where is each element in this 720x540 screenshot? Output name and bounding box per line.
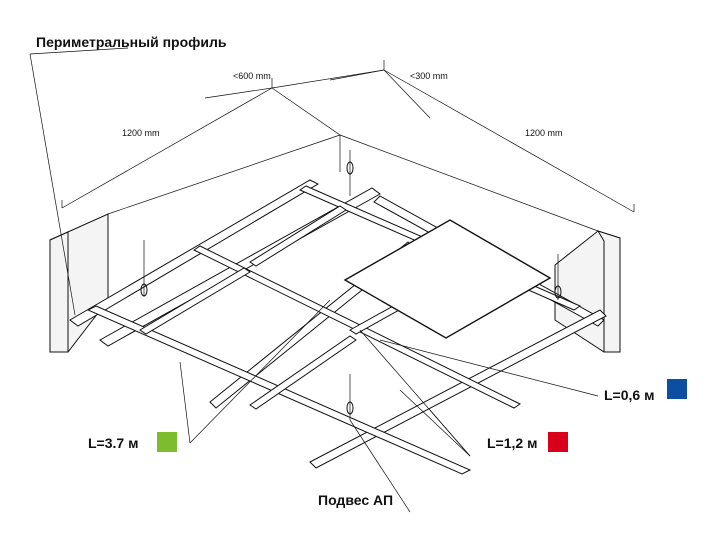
perimeter-profile-left (69, 179, 320, 327)
legend-l37-text: L=3.7 м (88, 435, 138, 451)
hanger-label: Подвес АП (318, 492, 393, 508)
cross-tee-4 (139, 267, 251, 335)
dim-1200-right-label: 1200 mm (525, 128, 563, 138)
legend-l06-text: L=0,6 м (604, 387, 654, 403)
right-wall (554, 230, 621, 353)
cross-tee-7 (249, 205, 347, 267)
ceiling-grid (69, 179, 607, 475)
legend-l12-swatch (548, 432, 568, 452)
legend-l12: L=1,2 м (487, 432, 568, 452)
hanger-2 (346, 150, 354, 196)
left-wall (49, 213, 109, 353)
main-runner-3 (309, 309, 607, 469)
dim-600-label: <600 mm (233, 71, 271, 81)
legend-l06-swatch (667, 379, 687, 399)
perimeter-profile-label: Периметральный профиль (36, 34, 227, 50)
legend-l37: L=3.7 м (88, 432, 177, 452)
hangers (140, 150, 562, 420)
dim-1200-left-label: 1200 mm (122, 128, 160, 138)
dimension-lines (61, 60, 635, 213)
dim-300-label: <300 mm (410, 71, 448, 81)
cross-tee-5 (249, 335, 357, 410)
ceiling-tile (343, 219, 552, 339)
hanger-3 (346, 374, 354, 420)
wall-corner-lines (107, 134, 599, 232)
legend-l37-swatch (157, 432, 177, 452)
hanger-1 (140, 240, 148, 297)
legend-l06: L=0,6 м (604, 379, 687, 403)
leader-lines (29, 47, 599, 513)
hanger-4 (554, 254, 562, 300)
legend-l12-text: L=1,2 м (487, 435, 537, 451)
